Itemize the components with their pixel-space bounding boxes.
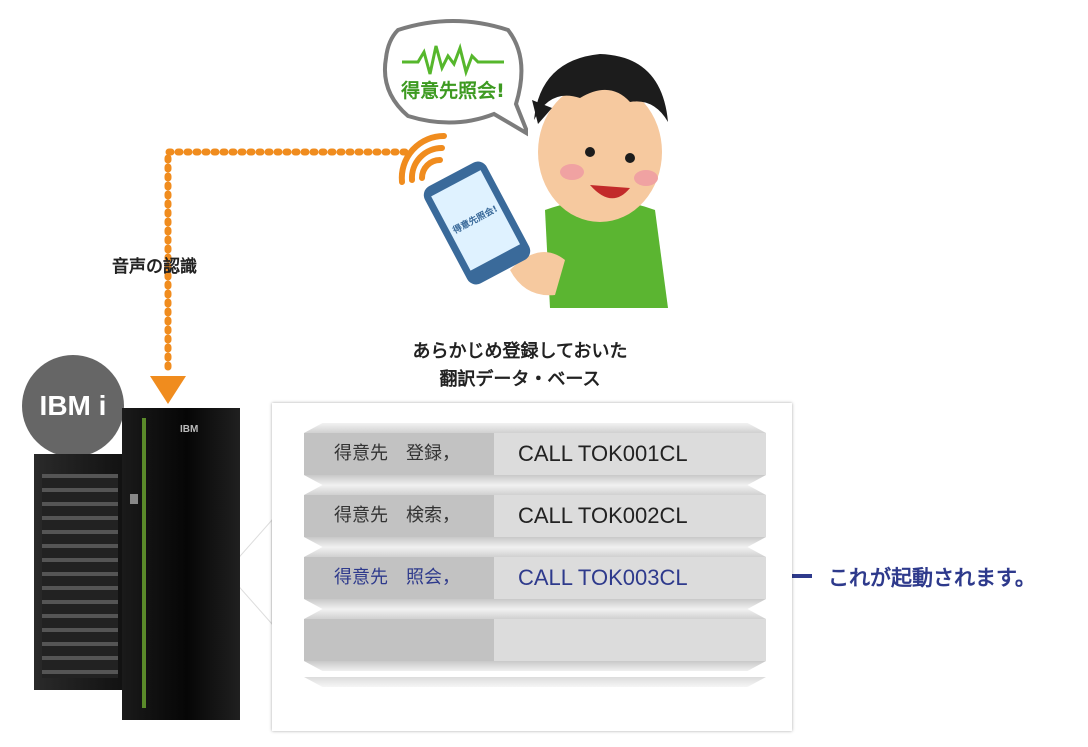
table-row-highlighted: 得意先 照会， CALL TOK003CL xyxy=(304,547,766,609)
signal-waves-icon xyxy=(398,132,447,185)
database-title-line2: 翻訳データ・ベース xyxy=(439,369,601,390)
server-brand-label: IBM xyxy=(180,424,199,435)
server-tower: IBM xyxy=(122,408,240,720)
ibm-i-badge: IBM i xyxy=(22,355,124,457)
callout-text: これが起動されます。 xyxy=(828,566,1036,590)
database-title-line1: あらかじめ登録しておいた xyxy=(412,341,628,362)
command-call: CALL TOK002CL xyxy=(494,495,766,537)
command-name: 得意先 検索， xyxy=(304,495,494,537)
table-row: 得意先 検索， CALL TOK002CL xyxy=(304,485,766,547)
translation-database: 得意先 登録， CALL TOK001CL 得意先 検索， CALL TOK00… xyxy=(272,403,792,731)
server-rack-back xyxy=(34,454,126,690)
command-name: 得意先 照会， xyxy=(304,557,494,599)
command-call xyxy=(494,619,766,661)
command-name xyxy=(304,619,494,661)
table-row: 得意先 登録， CALL TOK001CL xyxy=(304,423,766,485)
table-row xyxy=(304,609,766,671)
down-arrow-icon xyxy=(150,376,186,404)
database-title: あらかじめ登録しておいた 翻訳データ・ベース xyxy=(300,338,740,394)
speech-bubble-text: 得意先照会! xyxy=(401,80,505,102)
speech-bubble: 得意先照会! xyxy=(378,18,528,138)
command-call: CALL TOK001CL xyxy=(494,433,766,475)
voice-recognition-label: 音声の認識 xyxy=(112,257,197,277)
person-illustration xyxy=(510,54,668,308)
waveform-icon xyxy=(402,42,504,78)
command-name: 得意先 登録， xyxy=(304,433,494,475)
command-call: CALL TOK003CL xyxy=(494,557,766,599)
